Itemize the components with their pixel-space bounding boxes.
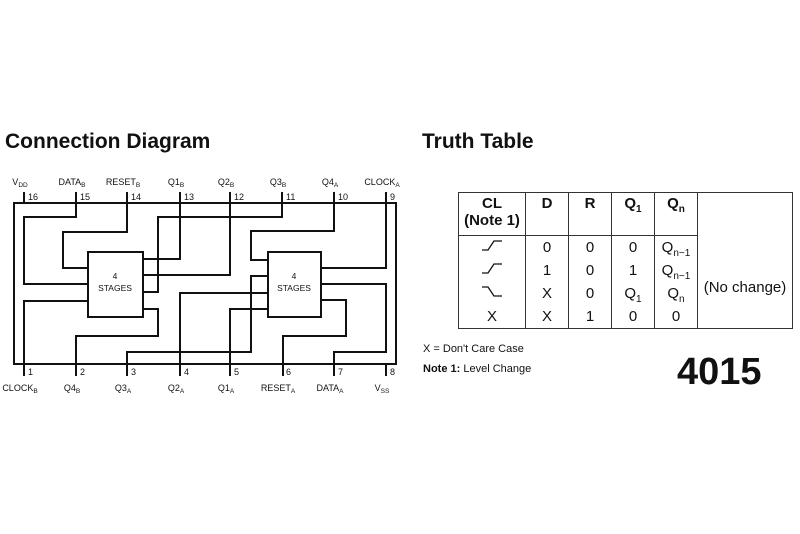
svg-text:4: 4	[113, 271, 118, 281]
pin-number: 14	[131, 192, 141, 202]
pin-number: 4	[184, 367, 189, 377]
falling-edge-icon	[482, 285, 502, 297]
connection-diagram: 4 STAGES 4 STAGES VDD16DATAB15RESETB14Q1…	[2, 177, 400, 395]
pin-number: 9	[390, 192, 395, 202]
wire	[229, 308, 268, 364]
wire	[321, 283, 387, 364]
pin-label: RESETA	[261, 383, 296, 395]
pin-stubs	[23, 192, 387, 376]
svg-text:STAGES: STAGES	[98, 283, 132, 293]
header-r: R	[568, 192, 612, 236]
pin-number: 2	[80, 367, 85, 377]
part-number: 4015	[677, 351, 762, 393]
wire	[23, 300, 88, 364]
header-cl: CL(Note 1)	[458, 192, 526, 236]
wire	[126, 275, 268, 364]
rising-edge-icon	[458, 235, 526, 259]
pin-label: DATAA	[316, 383, 344, 395]
cell-qn: 0	[654, 305, 698, 329]
stages-block-a-label: 4 STAGES	[277, 271, 311, 293]
wire	[179, 292, 268, 364]
cell-cl: X	[458, 305, 526, 329]
pin-number: 3	[131, 367, 136, 377]
wire	[282, 299, 347, 364]
pin-number: 5	[234, 367, 239, 377]
rising-edge-icon	[482, 239, 502, 251]
cell-qn: Qn	[654, 282, 698, 305]
pin-label: Q1B	[168, 177, 184, 189]
svg-text:STAGES: STAGES	[277, 283, 311, 293]
cell-q1: 0	[611, 305, 655, 329]
cell-r: 0	[568, 259, 612, 282]
wire	[143, 203, 283, 293]
wire	[321, 203, 387, 269]
connection-diagram-title: Connection Diagram	[5, 130, 211, 153]
cell-qn: Qn−1	[654, 235, 698, 259]
pin-label: CLOCKA	[364, 177, 400, 189]
legend-dont-care: X = Don't Care Case	[423, 343, 524, 355]
wire	[23, 203, 88, 285]
pin-label: Q3B	[270, 177, 286, 189]
pin-number: 13	[184, 192, 194, 202]
pin-number: 12	[234, 192, 244, 202]
pin-label: DATAB	[58, 177, 85, 189]
pin-label: VDD	[12, 177, 28, 189]
pin-label: Q1A	[218, 383, 235, 395]
pin-number: 16	[28, 192, 38, 202]
pin-number: 11	[286, 192, 295, 202]
cell-d: X	[525, 282, 569, 305]
wiring	[13, 192, 397, 376]
pin-label: Q3A	[115, 383, 132, 395]
pin-number: 1	[28, 367, 33, 377]
wire	[143, 203, 231, 276]
pin-label: RESETB	[106, 177, 140, 189]
truth-table-header: CL(Note 1) D R Q1 Qn (No change)	[458, 192, 793, 329]
wire	[250, 203, 335, 261]
cell-d: X	[525, 305, 569, 329]
pin-number: 6	[286, 367, 291, 377]
stages-block-b-label: 4 STAGES	[98, 271, 132, 293]
cell-r: 0	[568, 235, 612, 259]
cell-q1: 1	[611, 259, 655, 282]
pin-number: 15	[80, 192, 90, 202]
pin-label: Q2B	[218, 177, 234, 189]
no-change-note: (No change)	[697, 192, 793, 329]
cell-qn: Qn−1	[654, 259, 698, 282]
cell-d: 1	[525, 259, 569, 282]
pin-number: 10	[338, 192, 348, 202]
cell-q1: 0	[611, 235, 655, 259]
svg-text:4: 4	[292, 271, 297, 281]
wire	[143, 203, 181, 260]
pin-number: 8	[390, 367, 395, 377]
header-q1: Q1	[611, 192, 655, 236]
header-d: D	[525, 192, 569, 236]
cell-r: 1	[568, 305, 612, 329]
cell-q1: Q1	[611, 282, 655, 305]
header-qn: Qn	[654, 192, 698, 236]
rising-edge-icon	[482, 262, 502, 274]
wire	[75, 308, 159, 364]
note-1: Note 1: Level Change	[423, 363, 532, 375]
cell-d: 0	[525, 235, 569, 259]
package-outline	[13, 202, 397, 365]
rising-edge-icon	[458, 259, 526, 282]
wire	[62, 203, 128, 269]
pin-label: VSS	[375, 383, 390, 395]
pin-label: Q4B	[64, 383, 80, 395]
pin-label: Q2A	[168, 383, 185, 395]
truth-table-title: Truth Table	[422, 130, 534, 153]
falling-edge-icon	[458, 282, 526, 305]
cell-r: 0	[568, 282, 612, 305]
pin-number: 7	[338, 367, 343, 377]
pin-label: Q4A	[322, 177, 339, 189]
pin-label: CLOCKB	[2, 383, 37, 395]
